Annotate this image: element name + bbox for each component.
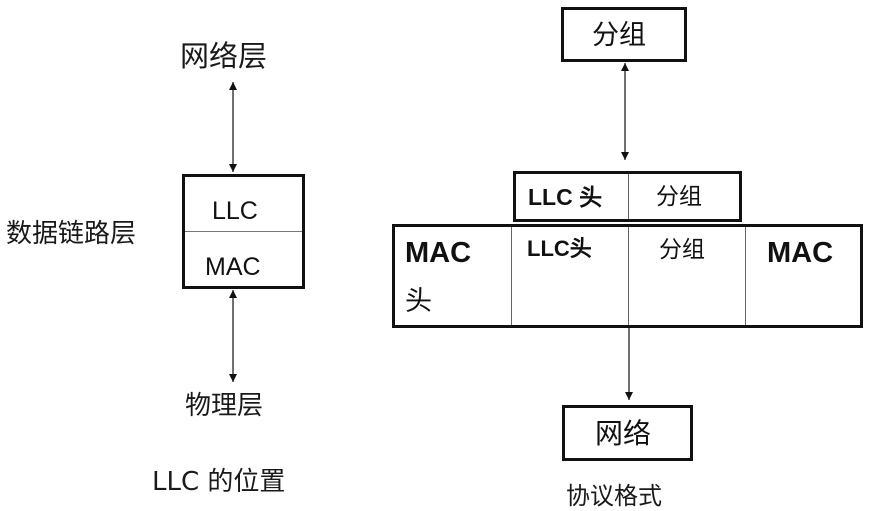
llc-frame-payload: 分组: [656, 184, 702, 210]
mac-frame: MAC 头 LLC头 分组 MAC: [392, 224, 863, 328]
network-box-label: 网络: [595, 417, 652, 450]
llc-frame-divider: [628, 174, 629, 219]
protocol-format-caption: 协议格式: [566, 482, 662, 510]
stack-divider: [185, 231, 302, 232]
network-layer-label: 网络层: [180, 39, 268, 73]
packet-box-label: 分组: [592, 20, 646, 51]
packet-box: 分组: [561, 7, 687, 62]
physical-layer-label: 物理层: [185, 391, 264, 421]
mac-header-label-line2: 头: [405, 286, 432, 317]
llc-frame-header: LLC 头: [528, 184, 603, 210]
mac-trailer-label: MAC: [767, 237, 834, 269]
network-box: 网络: [562, 405, 693, 461]
llc-mac-stack: LLC MAC: [182, 174, 305, 289]
mac-frame-llc-header: LLC头: [527, 236, 592, 261]
llc-position-caption: LLC 的位置: [152, 467, 286, 497]
mac-header-label: MAC: [405, 237, 472, 269]
llc-frame: LLC 头 分组: [513, 171, 742, 222]
mac-frame-divider-1: [511, 227, 512, 325]
data-link-layer-label: 数据链路层: [6, 219, 137, 249]
mac-frame-divider-2: [628, 227, 629, 325]
mac-sublayer-label: MAC: [205, 253, 261, 281]
mac-frame-payload: 分组: [659, 237, 705, 263]
mac-frame-divider-3: [745, 227, 746, 325]
llc-sublayer-label: LLC: [212, 197, 258, 225]
